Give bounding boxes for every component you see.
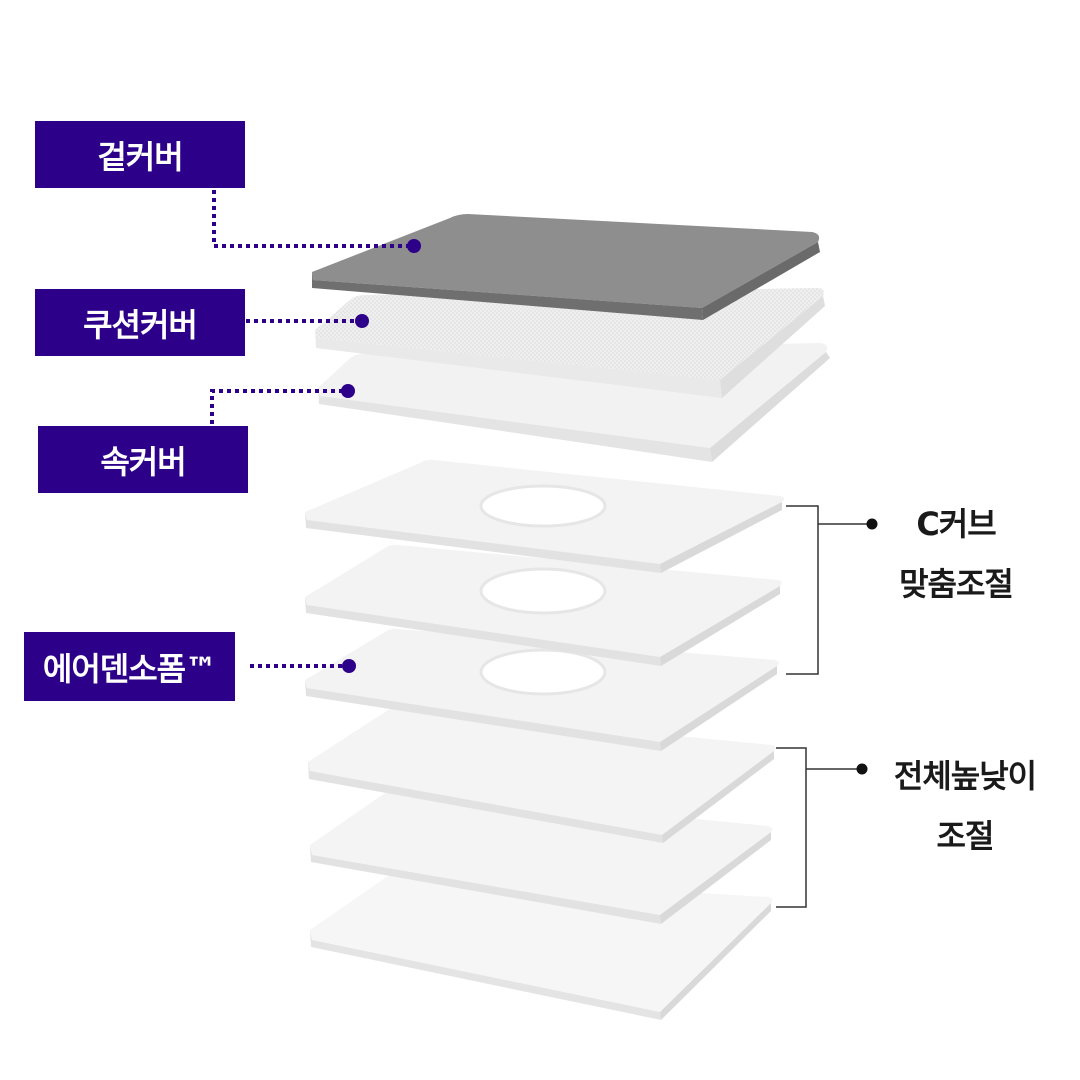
outer-cover-connector (212, 190, 421, 253)
outer-cover-label: 겉커버 (35, 121, 245, 188)
height-adjust-label-line1: 전체높낮이 (893, 757, 1037, 795)
c-curve-layer-2 (305, 544, 782, 666)
cushion-cover-connector (246, 314, 369, 328)
air-den-foam-label: 에어덴소폼™ (24, 632, 235, 701)
inner-cover-label: 속커버 (38, 426, 248, 493)
height-adjust-label: 전체높낮이 조절 (880, 746, 1050, 866)
c-curve-label: C커브 맞춤조절 (876, 494, 1036, 614)
inner-cover-connector (210, 384, 355, 424)
c-curve-bracket (786, 505, 878, 675)
c-curve-label-line2: 맞춤조절 (899, 565, 1014, 603)
height-adjust-label-line2: 조절 (936, 817, 995, 855)
c-curve-layer-1 (305, 459, 785, 573)
c-curve-label-line1: C커브 (916, 505, 996, 543)
outer-cover-layer (312, 214, 820, 320)
air-den-foam-connector (250, 659, 356, 673)
cushion-cover-label: 쿠션커버 (35, 289, 245, 356)
height-bracket (776, 747, 868, 908)
